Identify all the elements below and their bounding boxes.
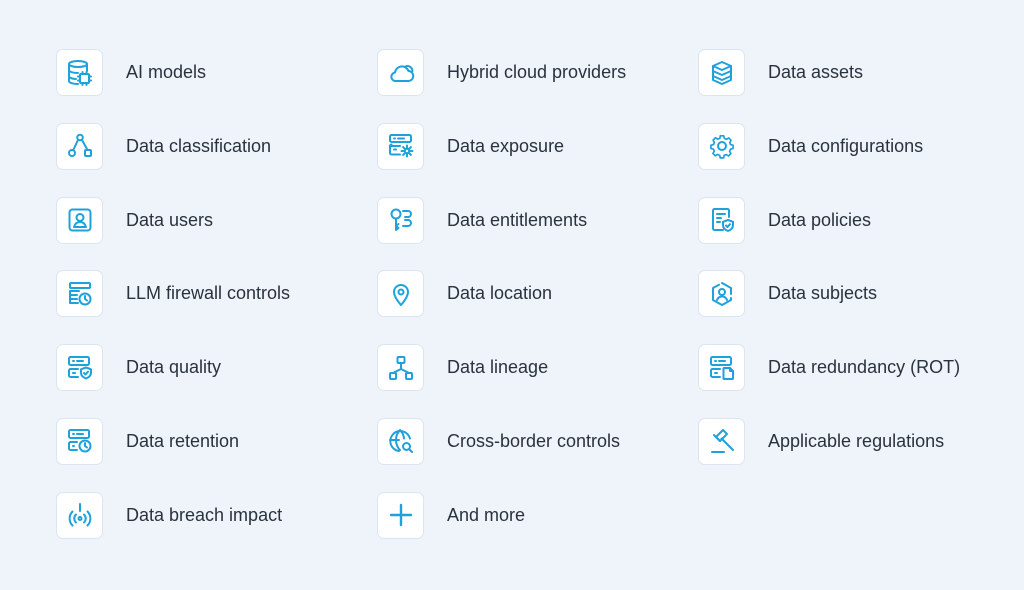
- feature-label: Cross-border controls: [447, 430, 621, 451]
- feature-item-hybrid-cloud: Hybrid cloud providers: [377, 49, 698, 123]
- feature-item-data-configurations: Data configurations: [698, 122, 988, 197]
- feature-item-data-redundancy: Data redundancy (ROT): [698, 344, 988, 418]
- feature-item-data-location: Data location: [377, 270, 698, 344]
- feature-item-data-entitlements: Data entitlements: [377, 196, 698, 271]
- feature-label: Data entitlements: [447, 209, 588, 230]
- hierarchy-icon: [56, 122, 103, 170]
- feature-label: Data configurations: [768, 135, 924, 156]
- feature-label: Data exposure: [447, 135, 565, 156]
- lineage-tree-icon: [377, 344, 424, 392]
- feature-label: Data classification: [126, 135, 272, 156]
- feature-label: Data quality: [126, 357, 222, 378]
- server-gear-icon: [377, 122, 424, 170]
- feature-label: Data lineage: [447, 357, 549, 378]
- feature-item-data-breach-impact: Data breach impact: [56, 491, 377, 566]
- feature-item-cross-border: Cross-border controls: [377, 417, 698, 492]
- feature-label: Data policies: [768, 209, 872, 230]
- broadcast-alert-icon: [56, 491, 103, 539]
- feature-item-and-more: And more: [377, 491, 698, 566]
- feature-item-data-classification: Data classification: [56, 122, 377, 197]
- layers-stack-icon: [698, 49, 745, 96]
- feature-grid: AI models Hybrid cloud providers Data as…: [56, 49, 988, 566]
- user-cycle-icon: [698, 270, 745, 318]
- feature-item-llm-firewall: LLM firewall controls: [56, 270, 377, 344]
- feature-label: Applicable regulations: [768, 430, 945, 451]
- feature-item-data-assets: Data assets: [698, 49, 988, 123]
- feature-label: Data breach impact: [126, 504, 283, 525]
- feature-item-ai-models: AI models: [56, 49, 377, 123]
- feature-label: AI models: [126, 62, 207, 82]
- feature-item-data-policies: Data policies: [698, 196, 988, 271]
- feature-item-data-retention: Data retention: [56, 417, 377, 492]
- feature-item-applicable-regulations: Applicable regulations: [698, 417, 988, 492]
- server-file-icon: [698, 344, 745, 392]
- server-shield-icon: [56, 344, 103, 392]
- feature-item-data-exposure: Data exposure: [377, 122, 698, 197]
- user-portrait-icon: [56, 196, 103, 244]
- gavel-icon: [698, 417, 745, 465]
- gear-icon: [698, 122, 745, 170]
- plus-icon: [377, 491, 424, 539]
- key-list-icon: [377, 196, 424, 244]
- cloud-icon: [377, 49, 424, 96]
- feature-label: LLM firewall controls: [126, 283, 291, 304]
- feature-label: Data redundancy (ROT): [768, 357, 961, 378]
- firewall-clock-icon: [56, 270, 103, 318]
- feature-label: Data users: [126, 209, 214, 230]
- globe-search-icon: [377, 417, 424, 465]
- feature-label: And more: [447, 504, 526, 525]
- feature-item-data-lineage: Data lineage: [377, 344, 698, 418]
- map-pin-icon: [377, 270, 424, 318]
- feature-label: Hybrid cloud providers: [447, 62, 627, 82]
- document-shield-icon: [698, 196, 745, 244]
- feature-item-data-quality: Data quality: [56, 344, 377, 418]
- feature-label: Data location: [447, 283, 553, 304]
- feature-label: Data subjects: [768, 283, 878, 304]
- feature-label: Data assets: [768, 62, 864, 82]
- database-chip-icon: [56, 49, 103, 96]
- server-clock-icon: [56, 417, 103, 465]
- feature-item-data-subjects: Data subjects: [698, 270, 988, 344]
- feature-label: Data retention: [126, 430, 240, 451]
- feature-item-data-users: Data users: [56, 196, 377, 271]
